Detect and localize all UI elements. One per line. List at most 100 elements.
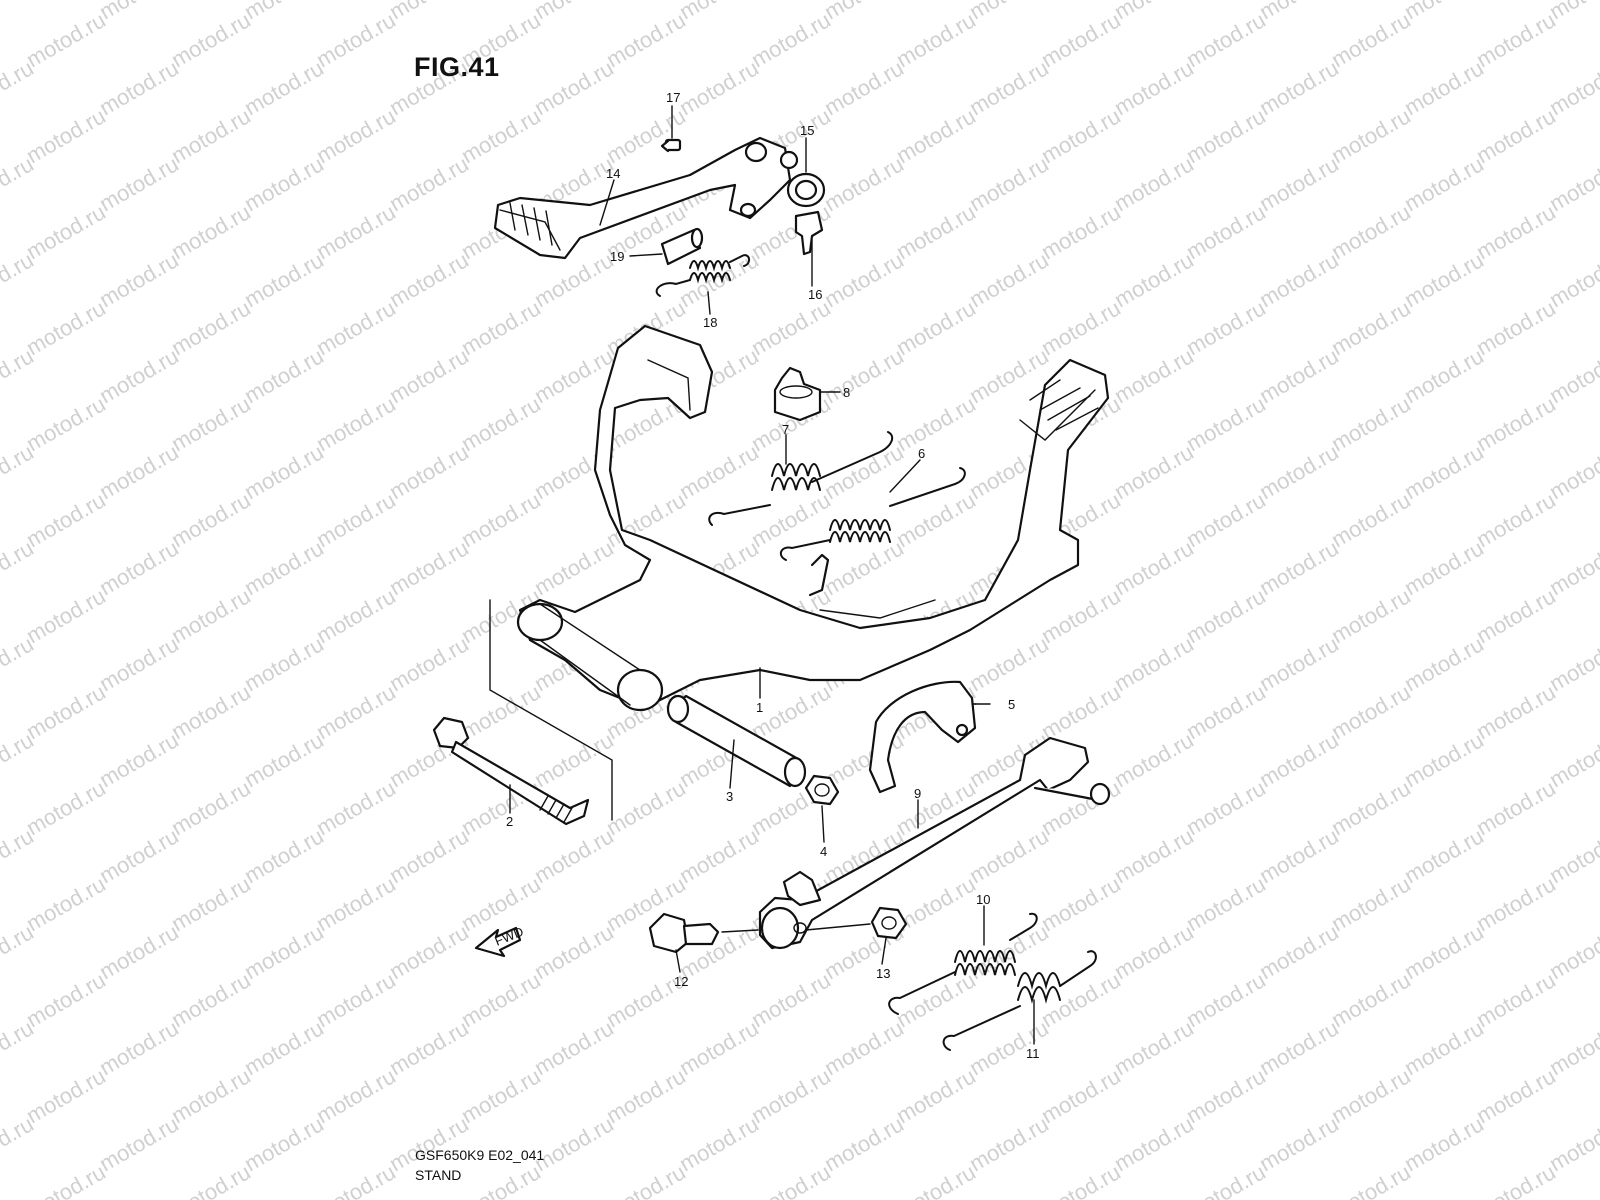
watermark-text: motod.ru — [1400, 823, 1488, 888]
watermark-text: motod.ru — [1545, 439, 1600, 504]
watermark-text: motod.ru — [240, 1015, 328, 1080]
watermark-text: motod.ru — [602, 775, 690, 840]
watermark-text: motod.ru — [820, 535, 908, 600]
watermark-text: motod.ru — [312, 103, 400, 168]
watermark-text: motod.ru — [167, 1063, 255, 1128]
callout-13: 13 — [876, 966, 890, 981]
watermark-text: motod.ru — [1037, 679, 1125, 744]
watermark-text: motod.ru — [1110, 919, 1198, 984]
part-14-footrest-arm — [493, 136, 799, 260]
watermark-text: motod.ru — [240, 151, 328, 216]
watermark-text: motod.ru — [1037, 967, 1125, 1032]
part-15-washer — [786, 172, 826, 208]
watermark-text: motod.ru — [1472, 967, 1560, 1032]
callout-15: 15 — [800, 123, 814, 138]
part-2-bolt — [432, 716, 590, 826]
watermark-text: motod.ru — [1400, 727, 1488, 792]
watermark-text: motod.ru — [385, 439, 473, 504]
callout-3: 3 — [726, 789, 733, 804]
part-7-spring — [708, 431, 894, 526]
watermark-text: motod.ru — [95, 535, 183, 600]
watermark-text: motod.ru — [385, 247, 473, 312]
watermark-text: motod.ru — [965, 0, 1053, 24]
watermark-text: motod.ru — [167, 679, 255, 744]
watermark-text: motod.ru — [1255, 823, 1343, 888]
callout-2: 2 — [506, 814, 513, 829]
watermark-text: motod.ru — [457, 679, 545, 744]
watermark-text: motod.ru — [1255, 535, 1343, 600]
watermark-text: motod.ru — [95, 439, 183, 504]
watermark-text: motod.ru — [312, 967, 400, 1032]
watermark-text: motod.ru — [1037, 295, 1125, 360]
callout-5: 5 — [1008, 697, 1015, 712]
watermark-text: motod.ru — [602, 103, 690, 168]
watermark-text: motod.ru — [1255, 55, 1343, 120]
callout-10: 10 — [976, 892, 990, 907]
watermark-text: motod.ru — [747, 295, 835, 360]
watermark-text: motod.ru — [95, 823, 183, 888]
figure-title: FIG.41 — [414, 52, 500, 82]
watermark-text: motod.ru — [1255, 0, 1343, 24]
part-17-bolt — [660, 138, 682, 153]
watermark-text: motod.ru — [312, 775, 400, 840]
watermark-text: motod.ru — [95, 919, 183, 984]
watermark-text: motod.ru — [1110, 151, 1198, 216]
watermark-text: motod.ru — [167, 1159, 255, 1200]
callout-16: 16 — [808, 287, 822, 302]
watermark-text: motod.ru — [1545, 1015, 1600, 1080]
watermark-text: motod.ru — [892, 1159, 980, 1200]
watermark-text: motod.ru — [167, 391, 255, 456]
watermark-text: motod.ru — [312, 487, 400, 552]
watermark-text: motod.ru — [1472, 487, 1560, 552]
watermark-text: motod.ru — [1255, 439, 1343, 504]
watermark-text: motod.ru — [1110, 631, 1198, 696]
watermark-text: motod.ru — [965, 343, 1053, 408]
watermark-text: motod.ru — [1545, 343, 1600, 408]
watermark-text: motod.ru — [167, 775, 255, 840]
callout-19: 19 — [610, 249, 624, 264]
watermark-text: motod.ru — [312, 871, 400, 936]
callout-8: 8 — [843, 385, 850, 400]
watermark-text: motod.ru — [1400, 247, 1488, 312]
watermark-text: motod.ru — [675, 1111, 763, 1176]
watermark-text: motod.ru — [1037, 1159, 1125, 1200]
callout-4: 4 — [820, 844, 827, 859]
watermark-text: motod.ru — [1545, 55, 1600, 120]
watermark-text: motod.ru — [965, 823, 1053, 888]
watermark-text: motod.ru — [167, 295, 255, 360]
watermark-text: motod.ru — [1545, 727, 1600, 792]
watermark-text: motod.ru — [240, 823, 328, 888]
watermark-text: motod.ru — [457, 967, 545, 1032]
watermark-text: motod.ru — [1327, 775, 1415, 840]
watermark-text: motod.ru — [820, 247, 908, 312]
watermark-text: motod.ru — [1472, 871, 1560, 936]
watermark-text: motod.ru — [22, 487, 110, 552]
watermark-text: motod.ru — [1327, 199, 1415, 264]
watermark-text: motod.ru — [457, 487, 545, 552]
watermark-text: motod.ru — [675, 55, 763, 120]
watermark-text: motod.ru — [1182, 199, 1270, 264]
watermark-text: motod.ru — [602, 1159, 690, 1200]
watermark-text: motod.ru — [95, 151, 183, 216]
part-3-pipe — [666, 694, 807, 788]
watermark-text: motod.ru — [892, 487, 980, 552]
watermark-text: motod.ru — [1545, 631, 1600, 696]
watermark-text: motod.ru — [820, 0, 908, 24]
watermark-text: motod.ru — [1255, 919, 1343, 984]
watermark-text: motod.ru — [1110, 823, 1198, 888]
watermark-text: motod.ru — [1472, 1063, 1560, 1128]
watermark-text: motod.ru — [457, 103, 545, 168]
watermark-text: motod.ru — [892, 103, 980, 168]
watermark-text: motod.ru — [892, 7, 980, 72]
watermark-text: motod.ru — [892, 1063, 980, 1128]
watermark-text: motod.ru — [385, 535, 473, 600]
watermark-text: motod.ru — [892, 967, 980, 1032]
watermark-text: motod.ru — [1110, 727, 1198, 792]
watermark-text: motod.ru — [892, 391, 980, 456]
watermark-text: motod.ru — [22, 775, 110, 840]
watermark-text: motod.ru — [95, 247, 183, 312]
watermark-text: motod.ru — [1400, 439, 1488, 504]
watermark-text: motod.ru — [312, 583, 400, 648]
part-9-side-stand — [758, 736, 1111, 950]
watermark-text: motod.ru — [22, 7, 110, 72]
